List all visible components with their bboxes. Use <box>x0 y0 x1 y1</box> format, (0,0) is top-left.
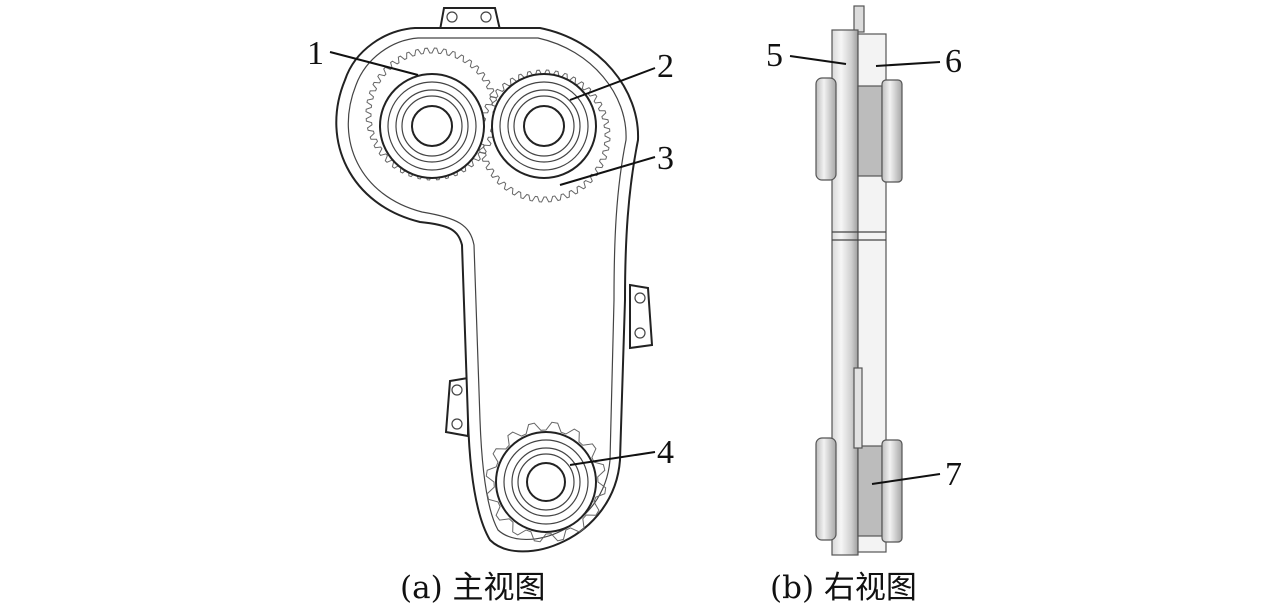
gear-4 <box>485 421 607 543</box>
chain-detail <box>853 367 863 449</box>
leader-4 <box>569 451 656 466</box>
gear-1 <box>365 47 499 181</box>
housing-inner-outline <box>347 37 627 540</box>
leader-6 <box>875 61 941 67</box>
side-view-caption: (b) 右视图 <box>770 570 917 606</box>
gear1-teeth <box>365 47 499 181</box>
side-view: 5 6 7 (b) 右视图 <box>766 5 962 606</box>
leader-1 <box>329 51 419 76</box>
callout-7: 7 <box>945 456 962 493</box>
bearing-4 <box>495 431 597 533</box>
callout-6: 6 <box>945 43 962 80</box>
leader-2 <box>569 67 656 101</box>
lower-hub <box>815 437 903 543</box>
leader-7 <box>871 473 941 485</box>
leader-3 <box>559 156 656 186</box>
callout-1: 1 <box>307 35 324 72</box>
leader-5 <box>789 55 847 65</box>
top-mounting-tab <box>438 7 502 31</box>
upper-hub <box>815 77 903 183</box>
bearing-1 <box>379 73 485 179</box>
callout-2: 2 <box>657 48 674 85</box>
callout-4: 4 <box>657 434 674 471</box>
left-mounting-tab <box>444 376 469 438</box>
gear4-teeth <box>485 421 607 543</box>
top-shaft-stub <box>853 5 865 33</box>
front-view-caption: (a) 主视图 <box>400 570 546 606</box>
right-mounting-tab <box>629 283 654 350</box>
bearing-2 <box>491 73 597 179</box>
front-view: 1 2 3 4 (a) 主视图 <box>307 7 674 606</box>
callout-5: 5 <box>766 37 783 74</box>
callout-3: 3 <box>657 140 674 177</box>
